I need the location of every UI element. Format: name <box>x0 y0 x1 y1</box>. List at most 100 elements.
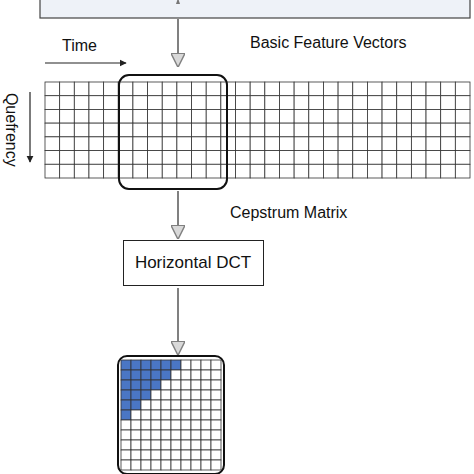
matrix-cell <box>161 370 171 380</box>
matrix-cell <box>367 151 382 165</box>
matrix-cell <box>177 82 192 96</box>
matrix-cell <box>309 137 324 151</box>
matrix-cell <box>60 151 75 165</box>
matrix-cell <box>60 96 75 110</box>
matrix-cell <box>104 96 119 110</box>
matrix-cell <box>104 164 119 178</box>
matrix-cell <box>118 109 133 123</box>
matrix-cell <box>265 109 280 123</box>
matrix-cell <box>89 96 104 110</box>
matrix-cell <box>45 109 60 123</box>
matrix-cell <box>191 410 201 420</box>
matrix-cell <box>397 109 412 123</box>
matrix-cell <box>206 82 221 96</box>
matrix-cell <box>148 151 163 165</box>
matrix-cell <box>161 360 171 370</box>
matrix-cell <box>181 400 191 410</box>
matrix-cell <box>148 82 163 96</box>
matrix-cell <box>382 164 397 178</box>
matrix-cell <box>206 123 221 137</box>
matrix-cell <box>74 164 89 178</box>
matrix-cell <box>211 380 221 390</box>
matrix-cell <box>338 151 353 165</box>
matrix-cell <box>441 137 456 151</box>
matrix-cell <box>104 109 119 123</box>
matrix-cell <box>74 109 89 123</box>
matrix-cell <box>89 109 104 123</box>
process-label: Horizontal DCT <box>135 254 251 273</box>
matrix-cell <box>382 123 397 137</box>
matrix-cell <box>141 400 151 410</box>
matrix-cell <box>171 440 181 450</box>
matrix-cell <box>221 137 236 151</box>
matrix-cell <box>171 460 181 470</box>
matrix-cell <box>250 109 265 123</box>
matrix-cell <box>74 151 89 165</box>
matrix-cell <box>211 360 221 370</box>
matrix-cell <box>206 109 221 123</box>
matrix-cell <box>201 410 211 420</box>
matrix-cell <box>45 151 60 165</box>
matrix-cell <box>211 420 221 430</box>
matrix-cell <box>118 151 133 165</box>
matrix-cell <box>162 164 177 178</box>
matrix-cell <box>411 82 426 96</box>
matrix-cell <box>181 460 191 470</box>
matrix-cell <box>89 151 104 165</box>
matrix-cell <box>171 400 181 410</box>
matrix-cell <box>426 96 441 110</box>
matrix-cell <box>192 137 207 151</box>
matrix-cell <box>171 410 181 420</box>
matrix-cell <box>181 380 191 390</box>
matrix-cell <box>131 380 141 390</box>
matrix-cell <box>74 123 89 137</box>
matrix-cell <box>211 430 221 440</box>
matrix-cell <box>151 400 161 410</box>
matrix-cell <box>148 96 163 110</box>
matrix-cell <box>279 96 294 110</box>
matrix-cell <box>294 123 309 137</box>
matrix-cell <box>192 123 207 137</box>
matrix-cell <box>206 151 221 165</box>
matrix-cell <box>201 420 211 430</box>
matrix-cell <box>397 151 412 165</box>
matrix-cell <box>151 430 161 440</box>
matrix-cell <box>131 450 141 460</box>
matrix-cell <box>367 137 382 151</box>
matrix-cell <box>441 123 456 137</box>
matrix-cell <box>211 440 221 450</box>
matrix-cell <box>104 137 119 151</box>
matrix-cell <box>192 164 207 178</box>
matrix-cell <box>141 450 151 460</box>
matrix-cell <box>131 420 141 430</box>
matrix-cell <box>151 360 161 370</box>
matrix-cell <box>426 151 441 165</box>
matrix-cell <box>309 109 324 123</box>
matrix-cell <box>89 164 104 178</box>
matrix-cell <box>133 96 148 110</box>
matrix-cell <box>151 390 161 400</box>
matrix-cell <box>133 123 148 137</box>
matrix-cell <box>367 96 382 110</box>
matrix-cell <box>121 390 131 400</box>
matrix-cell <box>455 137 470 151</box>
matrix-cell <box>441 164 456 178</box>
matrix-cell <box>250 164 265 178</box>
matrix-cell <box>181 390 191 400</box>
matrix-cell <box>60 164 75 178</box>
matrix-cell <box>221 123 236 137</box>
matrix-cell <box>151 450 161 460</box>
input-box <box>40 0 470 18</box>
matrix-cell <box>148 109 163 123</box>
matrix-cell <box>162 109 177 123</box>
matrix-cell <box>353 164 368 178</box>
matrix-cell <box>45 164 60 178</box>
process-box: Horizontal DCT <box>123 240 264 286</box>
matrix-cell <box>201 390 211 400</box>
matrix-cell <box>201 370 211 380</box>
matrix-cell <box>250 137 265 151</box>
matrix-cell <box>397 82 412 96</box>
matrix-cell <box>181 450 191 460</box>
